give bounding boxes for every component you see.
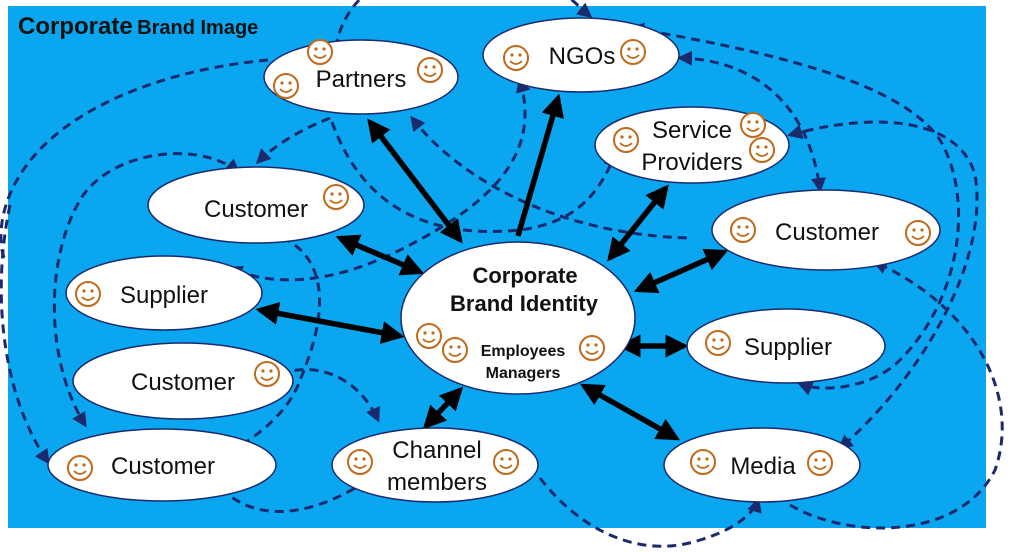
- smiley-icon: [442, 337, 468, 363]
- smiley-icon: [620, 39, 646, 65]
- smiley-icon: [273, 73, 299, 99]
- dashed-link-customer-left-channel: [227, 228, 322, 454]
- solid-link-customer-right: [633, 248, 729, 294]
- smiley-icon: [307, 39, 333, 65]
- dashed-link-partners-customer-left: [255, 116, 331, 165]
- smiley-icon: [690, 449, 716, 475]
- dashed-link-media-customer-right: [789, 260, 1004, 530]
- smiley-icon: [749, 137, 775, 163]
- smiley-icon: [75, 281, 101, 307]
- center-managers: Managers: [486, 365, 561, 382]
- label-customer-left-mid: Customer: [131, 369, 235, 396]
- dashed-link-outer-left-bottom: [0, 204, 50, 465]
- label-members: members: [387, 469, 487, 496]
- solid-link-service: [607, 184, 669, 262]
- center-employees: Employees: [481, 343, 566, 360]
- smiley-icon: [323, 184, 349, 210]
- label-customer-left-top: Customer: [204, 196, 308, 223]
- node-media: [663, 427, 861, 503]
- node-customer-left-top: [147, 166, 365, 244]
- node-channel-members: [331, 427, 539, 503]
- dashed-link-customer-mid-channel: [279, 368, 380, 423]
- solid-link-media: [579, 383, 681, 441]
- smiley-icon: [254, 361, 280, 387]
- title-word-brand-image: Brand Image: [137, 17, 259, 39]
- label-ngos: NGOs: [549, 43, 616, 70]
- dashed-link-channel-media: [538, 477, 762, 548]
- title-word-corporate: Corporate: [18, 13, 133, 40]
- node-customer-right: [711, 189, 941, 271]
- solid-links: [255, 93, 729, 441]
- smiley-icon: [705, 330, 731, 356]
- dashed-link-customer-left-loop: [52, 152, 241, 428]
- smiley-icon: [347, 449, 373, 475]
- node-shapes: [47, 17, 941, 503]
- smiley-icon: [417, 57, 443, 83]
- node-labels: Partners NGOs Service Providers Customer…: [111, 43, 879, 496]
- dashed-link-partners-service: [330, 121, 618, 233]
- solid-link-ngos: [515, 93, 564, 237]
- node-customer-left-bottom: [47, 428, 277, 502]
- label-supplier-right: Supplier: [744, 334, 832, 361]
- solid-link-partners: [367, 118, 463, 244]
- label-service: Service: [652, 117, 732, 144]
- smiley-icon: [416, 323, 442, 349]
- label-providers: Providers: [641, 149, 742, 176]
- node-supplier-left: [65, 255, 263, 331]
- dashed-link-service-right: [787, 120, 979, 450]
- smiley-icon: [740, 112, 766, 138]
- node-customer-left-mid: [72, 342, 294, 420]
- smiley-icon: [807, 450, 833, 476]
- label-partners: Partners: [316, 66, 407, 93]
- label-supplier-left: Supplier: [120, 282, 208, 309]
- smiley-icon: [579, 335, 605, 361]
- smiley-icon: [67, 455, 93, 481]
- label-channel: Channel: [392, 437, 481, 464]
- smiley-icon: [493, 449, 519, 475]
- dashed-link-outer-left-top: [0, 58, 269, 261]
- label-customer-right: Customer: [775, 219, 879, 246]
- label-customer-left-bottom: Customer: [111, 453, 215, 480]
- node-supplier-right: [686, 308, 886, 384]
- center-title-line1: Corporate: [472, 263, 577, 288]
- solid-link-channel: [422, 386, 464, 430]
- smiley-icon: [905, 220, 931, 246]
- diagram-title: Corporate Brand Image: [18, 13, 258, 41]
- node-ngos: [482, 17, 680, 93]
- solid-link-customer-left: [335, 234, 425, 276]
- smiley-icon: [613, 127, 639, 153]
- smiley-icon: [730, 217, 756, 243]
- solid-link-supplier-left: [255, 302, 405, 344]
- center-title-line2: Brand Identity: [450, 291, 599, 316]
- label-media: Media: [730, 453, 796, 480]
- smiley-icon: [503, 45, 529, 71]
